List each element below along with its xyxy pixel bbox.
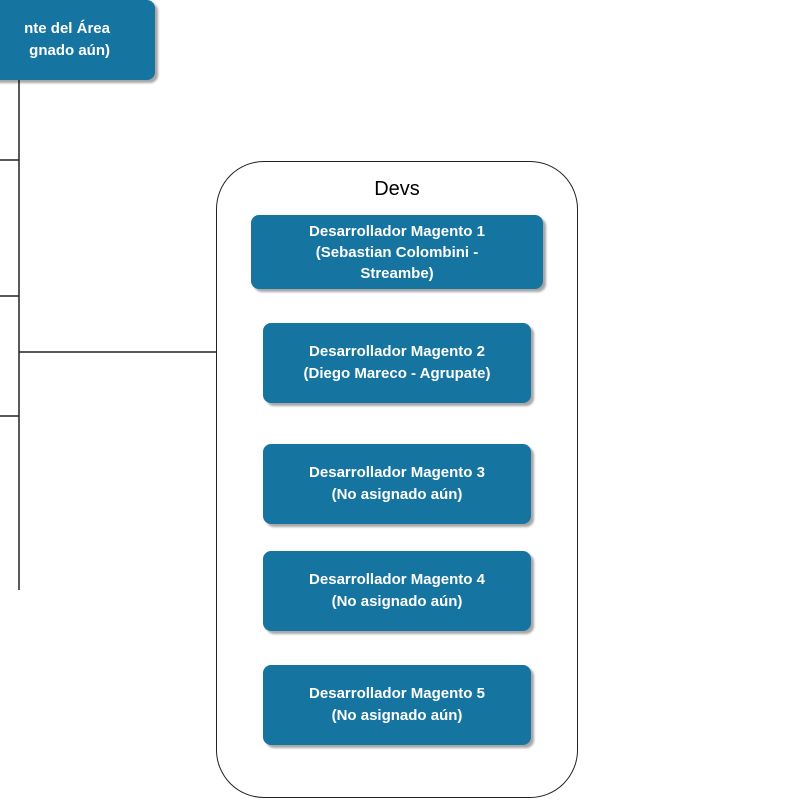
developer-node-3-assignee: (No asignado aún) (331, 486, 463, 503)
developer-node-5[interactable]: Desarrollador Magento 5 (No asignado aún… (263, 665, 531, 745)
developer-node-5-title: Desarrollador Magento 5 (309, 685, 485, 702)
developer-node-1-assignee-cont: Streambe) (360, 264, 434, 282)
developer-node-2[interactable]: Desarrollador Magento 2 (Diego Mareco - … (263, 323, 531, 403)
devs-group-title: Devs (374, 178, 420, 200)
developer-node-1-title: Desarrollador Magento 1 (309, 222, 485, 240)
area-head-line2: gnado aún) (29, 42, 110, 59)
developer-node-2-title: Desarrollador Magento 2 (309, 343, 485, 360)
developer-node-4-assignee: (No asignado aún) (331, 593, 463, 610)
developer-node-4[interactable]: Desarrollador Magento 4 (No asignado aún… (263, 551, 531, 631)
area-head-line1: nte del Área (24, 20, 110, 37)
area-head-node[interactable]: nte del Área gnado aún) (0, 0, 155, 80)
developer-node-3-title: Desarrollador Magento 3 (309, 464, 485, 481)
developer-node-5-assignee: (No asignado aún) (331, 707, 463, 724)
developer-node-1[interactable]: Desarrollador Magento 1 (Sebastian Colom… (251, 215, 543, 289)
developer-node-1-assignee: (Sebastian Colombini - (315, 243, 479, 261)
developer-node-4-title: Desarrollador Magento 4 (309, 571, 485, 588)
developer-node-2-assignee: (Diego Mareco - Agrupate) (303, 365, 491, 382)
developer-node-3[interactable]: Desarrollador Magento 3 (No asignado aún… (263, 444, 531, 524)
